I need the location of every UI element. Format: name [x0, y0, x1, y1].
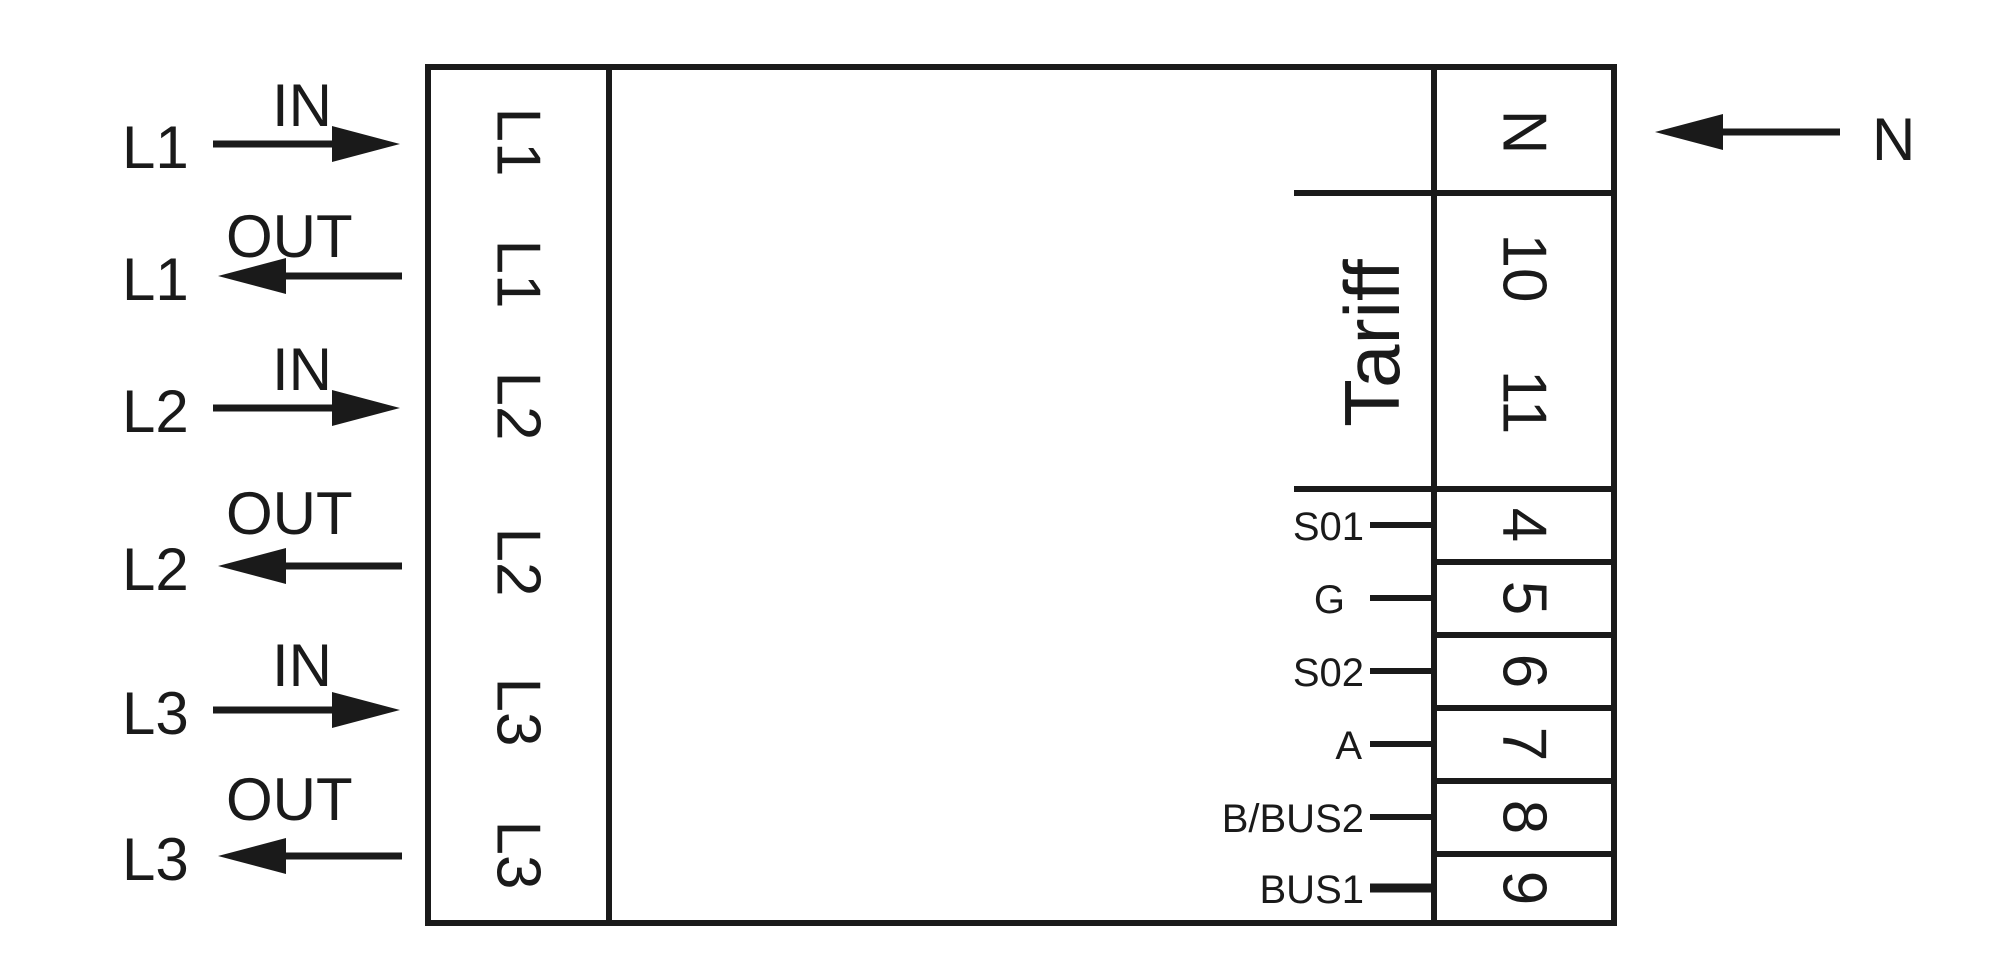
wire-direction-label: OUT	[226, 203, 353, 270]
wire-l3-in: L3 IN	[122, 632, 400, 747]
left-terminal-label: L3	[484, 678, 553, 747]
terminal-number: 5	[1490, 581, 1559, 615]
arrow-right-icon	[332, 126, 400, 162]
wire-direction-label: OUT	[226, 766, 353, 833]
arrow-left-icon	[218, 548, 286, 584]
wire-phase-label: L3	[122, 680, 189, 747]
left-terminal-label: L1	[484, 240, 553, 309]
arrow-right-icon	[332, 390, 400, 426]
wire-phase-label: L2	[122, 378, 189, 445]
signal-terminals: 4 S01 5 G 6 S02 7 A 8 B/BUS2 9	[1222, 505, 1559, 912]
meter-body	[425, 64, 1617, 926]
wire-direction-label: IN	[272, 336, 332, 403]
terminal-signal-label: BUS1	[1260, 868, 1365, 912]
left-terminal-label: L3	[484, 821, 553, 890]
wire-l1-in: L1 IN	[122, 72, 400, 181]
arrow-right-icon	[332, 692, 400, 728]
neutral-terminal-label: N	[1490, 110, 1559, 155]
wire-phase-label: L1	[122, 246, 189, 313]
wire-l2-out: L2 OUT	[122, 480, 402, 603]
left-wires: L1 IN L1 OUT L2 IN L2 OUT L3 I	[122, 72, 402, 893]
tariff-terminal-number: 10	[1490, 234, 1559, 303]
left-terminal-label: L2	[484, 528, 553, 597]
signal-terminal-7: 7 A	[1335, 724, 1558, 768]
neutral-connection: N N	[1490, 106, 1916, 173]
wire-l3-out: L3 OUT	[122, 766, 402, 893]
wire-l2-in: L2 IN	[122, 336, 400, 445]
arrow-left-icon	[218, 838, 286, 874]
neutral-wire-label: N	[1872, 106, 1915, 173]
signal-terminal-6: 6 S02	[1293, 651, 1559, 695]
terminal-signal-label: G	[1314, 578, 1345, 622]
terminal-number: 6	[1490, 654, 1559, 688]
left-terminal-label: L2	[484, 372, 553, 441]
terminal-signal-label: B/BUS2	[1222, 797, 1364, 841]
signal-terminal-4: 4 S01	[1293, 505, 1559, 549]
wire-l1-out: L1 OUT	[122, 203, 402, 313]
terminal-number: 8	[1490, 800, 1559, 834]
wire-direction-label: IN	[272, 632, 332, 699]
terminal-number: 9	[1490, 871, 1559, 905]
tariff-group: Tariff 10 11	[1328, 234, 1559, 435]
terminal-signal-label: S02	[1293, 651, 1364, 695]
wire-phase-label: L2	[122, 536, 189, 603]
wire-phase-label: L1	[122, 114, 189, 181]
terminal-number: 7	[1490, 727, 1559, 761]
signal-terminal-8: 8 B/BUS2	[1222, 797, 1559, 841]
signal-terminal-9: 9 BUS1	[1260, 868, 1559, 912]
tariff-terminal-number: 11	[1490, 370, 1559, 434]
left-terminal-strip: L1 L1 L2 L2 L3 L3	[484, 108, 553, 890]
terminal-signal-label: A	[1335, 724, 1362, 768]
terminal-number: 4	[1490, 508, 1559, 542]
tariff-label: Tariff	[1328, 259, 1416, 427]
signal-terminal-5: 5 G	[1314, 578, 1559, 622]
arrow-left-icon	[218, 258, 286, 294]
arrow-left-icon	[1655, 114, 1723, 150]
meter-outline	[425, 64, 1617, 926]
wire-direction-label: OUT	[226, 480, 353, 547]
wire-phase-label: L3	[122, 826, 189, 893]
left-terminal-label: L1	[484, 108, 553, 177]
wire-direction-label: IN	[272, 72, 332, 139]
terminal-signal-label: S01	[1293, 505, 1364, 549]
